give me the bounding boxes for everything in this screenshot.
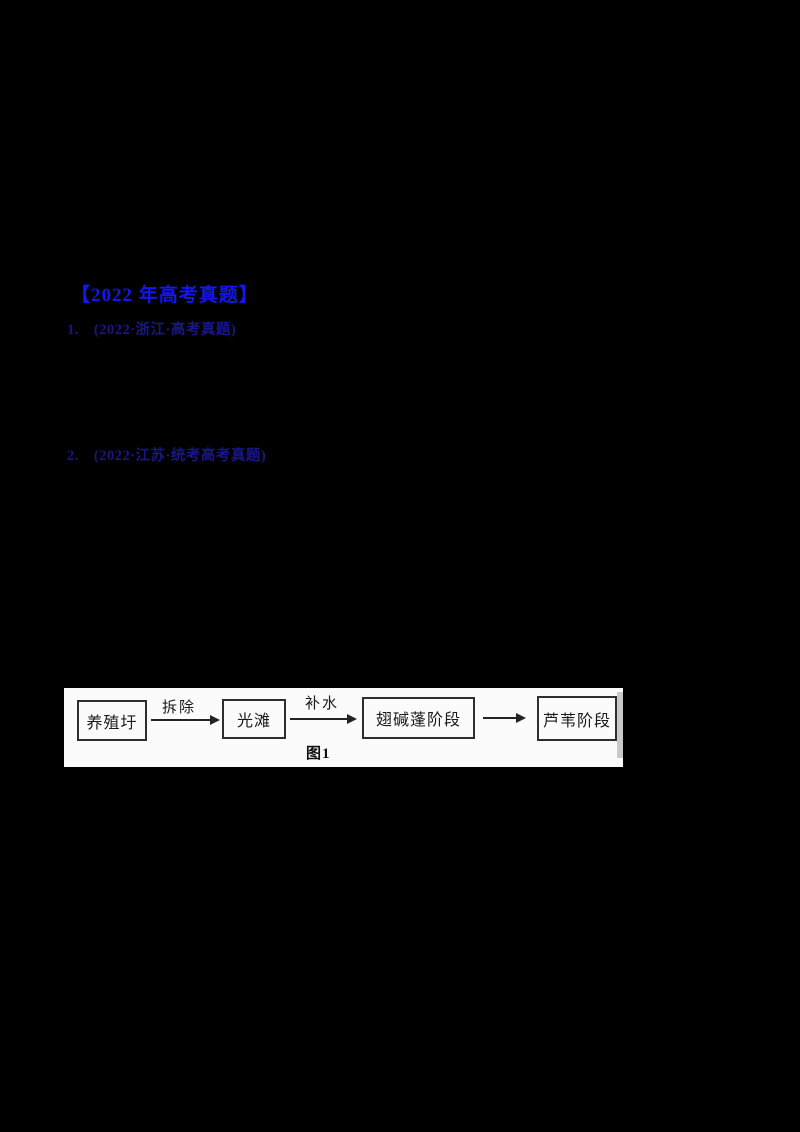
arrow-label-replenish-water: 补水	[304, 696, 339, 712]
scan-artifact-strip	[617, 692, 623, 758]
flow-node-reed-stage: 芦苇阶段	[537, 696, 617, 741]
flow-arrow-1-head	[210, 715, 220, 725]
flow-arrow-3-shaft	[483, 717, 516, 719]
flow-node-bare-tidal-flat: 光滩	[222, 699, 286, 739]
figure-caption: 图1	[306, 746, 331, 762]
question-2-source-line: 2. (2022·江苏·统考高考真题)	[67, 448, 267, 464]
flow-arrow-3-head	[516, 713, 526, 723]
question-1-source-line: 1. (2022·浙江·高考真题)	[67, 322, 237, 338]
flow-arrow-2-shaft	[290, 718, 347, 720]
figure-panel: 养殖圩 拆除 光滩 补水 翅碱蓬阶段 芦苇阶段 图1	[64, 688, 623, 767]
arrow-label-demolish: 拆除	[161, 700, 196, 716]
flow-node-aquaculture-pond: 养殖圩	[77, 700, 147, 741]
exam-year-heading: 【2022 年高考真题】	[71, 285, 259, 306]
flow-node-suaeda-stage: 翅碱蓬阶段	[362, 697, 475, 739]
flow-arrow-2-head	[347, 714, 357, 724]
flow-arrow-1-shaft	[151, 719, 210, 721]
